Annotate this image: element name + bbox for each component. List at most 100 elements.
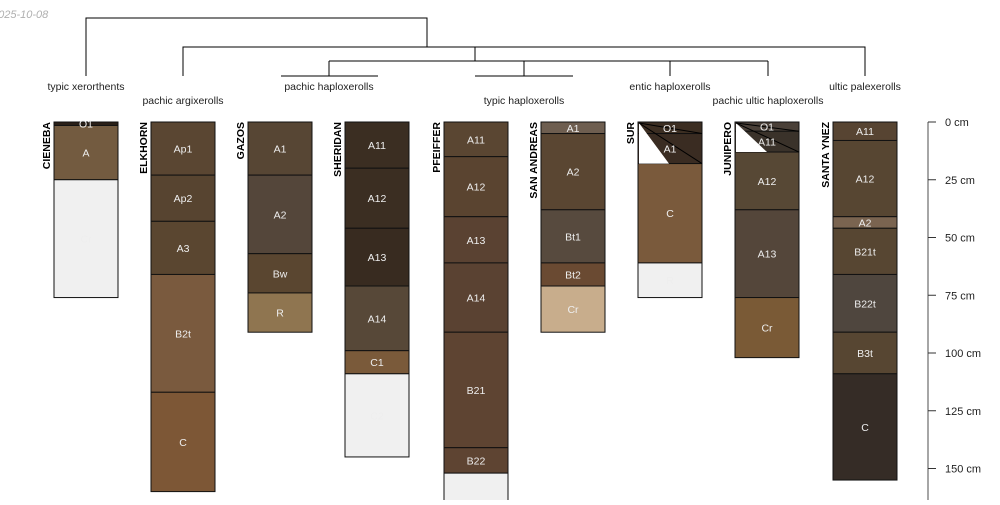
horizon-label: A11 [368, 140, 386, 152]
depth-axis-label: 150 cm [945, 464, 981, 476]
horizon [344, 285, 410, 352]
horizon-label: C1 [370, 357, 384, 369]
horizon-label: A13 [368, 252, 387, 264]
horizon [344, 373, 410, 458]
horizon [832, 227, 898, 275]
horizon [443, 447, 509, 474]
depth-axis-label: 25 cm [945, 175, 975, 187]
horizon-label: C [861, 422, 869, 434]
horizon [637, 262, 703, 299]
horizon-label: Cr [761, 323, 773, 335]
profile-name: SUR [625, 122, 637, 145]
horizon-label: B2t [175, 328, 191, 340]
horizon [247, 253, 313, 294]
horizon-label: Ap2 [174, 193, 193, 205]
horizon [150, 391, 216, 493]
horizon [443, 216, 509, 264]
horizon-label: A2 [567, 167, 580, 179]
horizon-label: A13 [467, 235, 486, 247]
taxon-label: typic haploxerolls [484, 95, 565, 107]
horizon [443, 331, 509, 449]
horizon-label: C [666, 208, 674, 220]
horizon [344, 121, 410, 169]
horizon-label: A14 [467, 293, 486, 305]
horizon [540, 285, 606, 333]
horizon-label: R [276, 308, 284, 320]
boundary-line [735, 122, 800, 132]
horizon [344, 167, 410, 229]
dendrogram-branch [85, 17, 428, 76]
profile-name: ELKHORN [138, 122, 150, 174]
horizon [443, 121, 509, 158]
horizon-label: B21t [854, 246, 876, 258]
horizon [53, 179, 119, 299]
horizon-label: A2 [274, 209, 287, 221]
horizon-label: A11 [758, 137, 776, 149]
dendrogram [85, 17, 866, 77]
profile-name: JUNIPERO [722, 122, 734, 176]
profile-name: GAZOS [235, 122, 247, 159]
horizon-label: A14 [368, 313, 387, 325]
horizon [443, 472, 509, 505]
horizon [443, 262, 509, 333]
horizon-label: A12 [368, 193, 387, 205]
horizon [734, 297, 800, 359]
taxon-label: ultic palexerolls [829, 81, 901, 93]
horizon-label: Cr [80, 234, 92, 246]
boundary-line [638, 122, 703, 165]
depth-axis-label: 125 cm [945, 406, 981, 418]
horizon-label: A12 [467, 182, 486, 194]
horizon-label: O1 [760, 122, 774, 134]
horizon-label: A12 [856, 174, 875, 186]
horizon-label: A11 [467, 134, 485, 146]
horizon [540, 209, 606, 264]
horizon [832, 139, 898, 218]
horizon [53, 124, 119, 181]
taxon-label: pachic ultic haploxerolls [713, 95, 824, 107]
horizon-label: A [82, 148, 89, 160]
horizon-label: B3t [857, 348, 873, 360]
horizon-label: A1 [567, 123, 580, 135]
boundary-overlay [736, 123, 767, 153]
horizon-label: A12 [758, 176, 777, 188]
horizon-label: A11 [856, 126, 874, 138]
horizon [540, 133, 606, 211]
boundary-line [735, 122, 800, 153]
horizon-label: O1 [663, 123, 677, 135]
horizon-label: O1 [79, 119, 93, 131]
boundary-line [638, 122, 703, 135]
taxon-label: entic haploxerolls [629, 81, 710, 93]
horizon-label: A2 [859, 217, 872, 229]
horizon [832, 331, 898, 375]
horizon-label: Cr [567, 304, 579, 316]
horizon-label: B21 [467, 385, 486, 397]
depth-axis-label: 0 cm [945, 117, 969, 129]
horizon-label: B22 [467, 455, 486, 467]
horizon [443, 156, 509, 218]
horizon-label: A13 [758, 249, 777, 261]
horizon-label: R [666, 275, 674, 287]
taxon-label: pachic argixerolls [142, 95, 223, 107]
dendrogram-branch [182, 46, 866, 76]
horizon-label: C2 [370, 410, 384, 422]
taxon-label: pachic haploxerolls [284, 81, 373, 93]
horizon [150, 220, 216, 275]
depth-axis-label: 75 cm [945, 290, 975, 302]
profile-name: CIENEBA [41, 122, 53, 170]
profile-name: PFEIFFER [431, 122, 443, 173]
profile-name: SHERIDAN [332, 122, 344, 177]
date-stamp: 2025-10-08 [0, 9, 49, 21]
horizon [344, 227, 410, 287]
depth-axis-label: 50 cm [945, 233, 975, 245]
depth-axis-label: 100 cm [945, 348, 981, 360]
horizon-label: Bt2 [565, 269, 581, 281]
horizon-label: Bw [273, 268, 288, 280]
profile-name: SAN ANDREAS [528, 122, 540, 199]
